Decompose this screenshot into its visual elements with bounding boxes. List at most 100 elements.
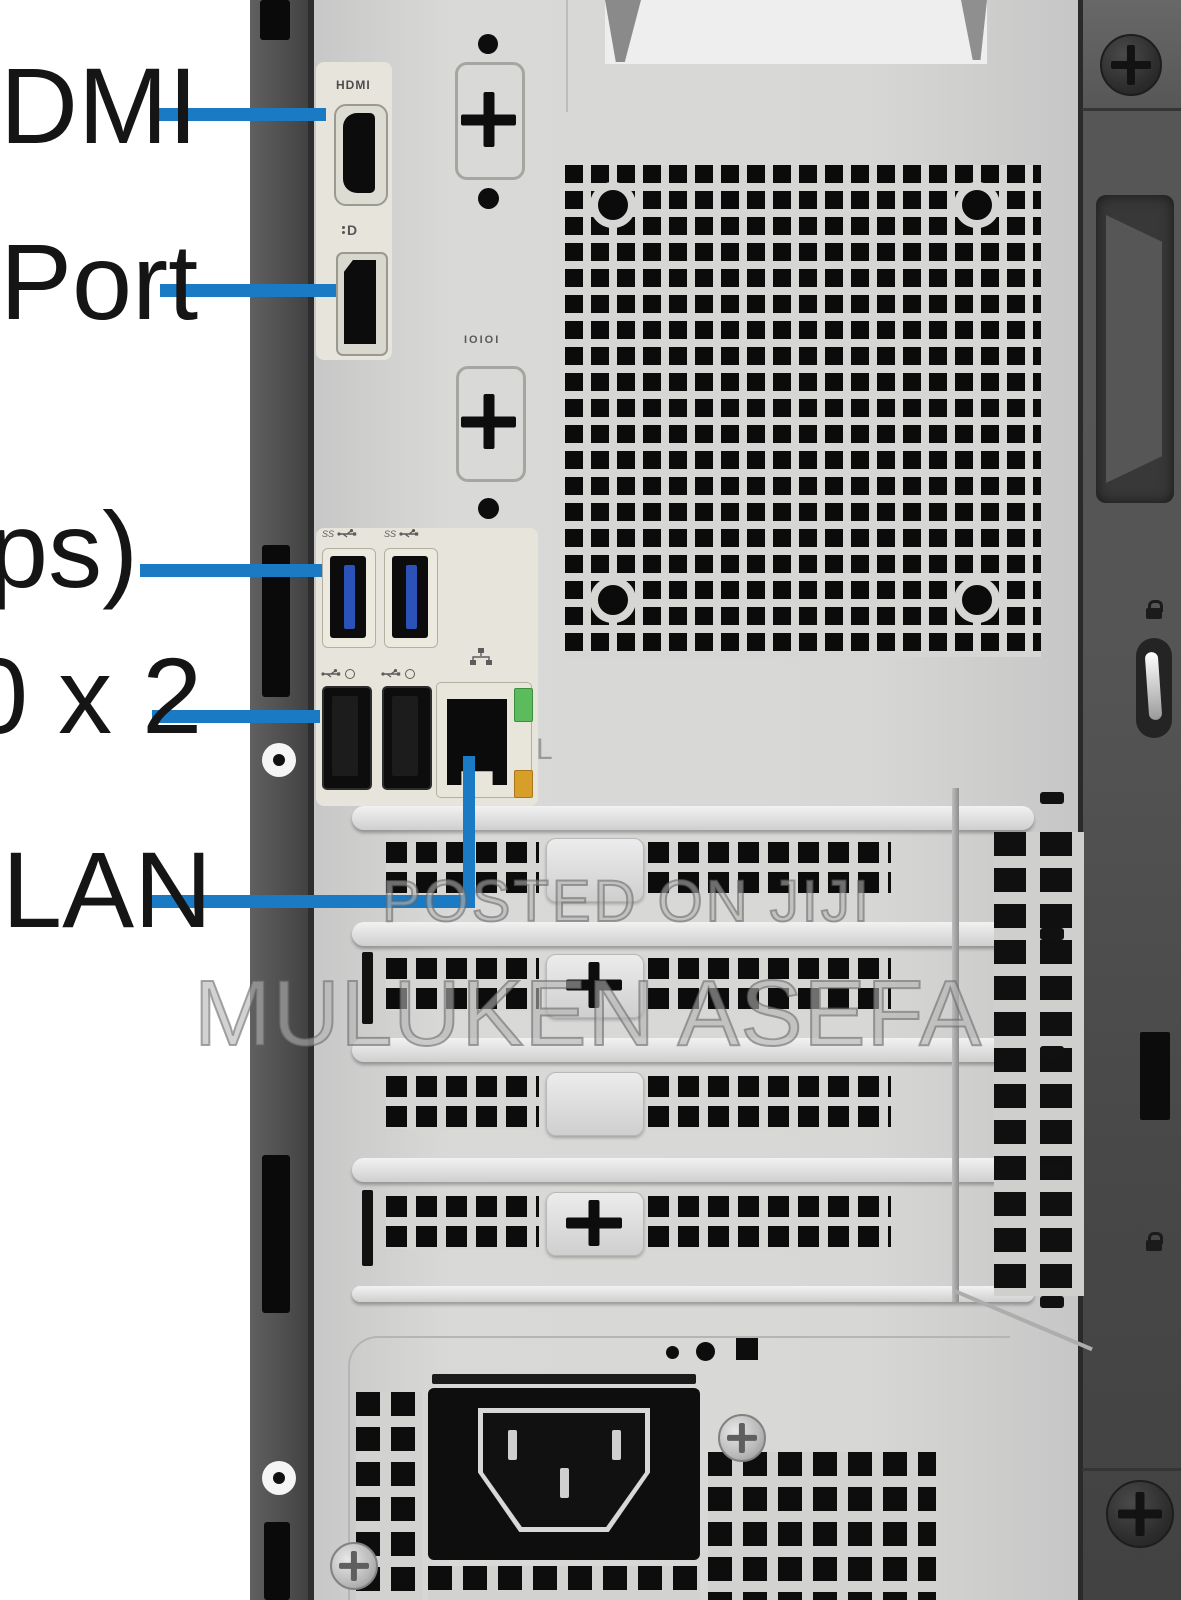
- slot-separator-bar: [352, 806, 1034, 830]
- serial-marking: IOIOI: [464, 334, 501, 346]
- usb2-port: [382, 686, 432, 790]
- psu-indicator-dot: [666, 1346, 679, 1359]
- recess-shadow-left: [605, 0, 641, 62]
- displayport-icon-dots: [342, 226, 345, 234]
- callout-label-usb3: ps): [0, 489, 139, 610]
- slot4-retainer: [362, 1190, 373, 1266]
- usb2-callout-line: [152, 710, 320, 723]
- psu-indicator-dot: [696, 1342, 715, 1361]
- chassis-vent-slot: [264, 1522, 290, 1600]
- psu-screw: [330, 1542, 378, 1590]
- ethernet-led-green: [514, 688, 533, 722]
- slot-area-bottom-edge: [352, 1286, 1034, 1302]
- slot1-blank-tab: [546, 838, 644, 902]
- fan-screw-hole: [590, 182, 636, 228]
- usb3-port: [322, 548, 376, 648]
- io-panel-seam: [566, 0, 568, 112]
- slot-latch-mark: [1040, 928, 1064, 940]
- usb2-port: [322, 686, 372, 790]
- slot3-blank-tab: [546, 1072, 644, 1136]
- usb2-opening: [392, 696, 418, 776]
- psu-plate-outline: [348, 1336, 1010, 1600]
- padlock-ring: [1144, 651, 1163, 721]
- vga-knockout-dot-bottom: [478, 188, 499, 209]
- slot4-vent: [386, 1196, 539, 1249]
- serial-knockout-cross: [461, 394, 516, 449]
- panel-seam-right: [1078, 0, 1083, 1600]
- slot4-vent: [648, 1196, 891, 1249]
- hdmi-port-opening: [343, 113, 375, 193]
- cover-screw-top: [1100, 34, 1162, 96]
- watermark-seller-name: MULUKEN ASEFA: [193, 960, 983, 1066]
- usb3-callout-line: [140, 564, 322, 577]
- ethernet-jack-opening: [447, 699, 507, 785]
- padlock-ring-slot: [1136, 638, 1172, 738]
- slot-separator-bar: [352, 922, 1034, 946]
- cover-release-handle: [1096, 195, 1174, 503]
- hdmi-marking: HDMI: [336, 78, 371, 92]
- power-inlet-pin-slot: [560, 1468, 569, 1498]
- serial-knockout-frame: [456, 366, 526, 482]
- usb3-ss-text: SS: [384, 529, 397, 539]
- thumbscrew-hole: [262, 743, 296, 777]
- usb3-tongue: [406, 565, 417, 629]
- psu-vent: [428, 1566, 700, 1600]
- usb2-opening: [332, 696, 358, 776]
- usb3-icon: SS: [384, 528, 419, 540]
- cover-seam: [1082, 1468, 1181, 1471]
- ethernet-led-amber: [514, 770, 533, 798]
- network-nodes-icon: [470, 648, 492, 665]
- psu-screw: [718, 1414, 766, 1462]
- hdmi-callout-line: [150, 108, 326, 121]
- slot-latch-mark: [1040, 792, 1064, 804]
- slot-separator-bar: [352, 1038, 1034, 1062]
- lock-icon: [1146, 1232, 1163, 1251]
- watermark-posted-on: POSTED ON JIJI: [381, 868, 872, 935]
- usb3-port: [384, 548, 438, 648]
- power-inlet-pin-slot: [508, 1430, 517, 1460]
- usb2-icon: [380, 668, 415, 680]
- power-inlet-pin-slot: [612, 1430, 621, 1460]
- vga-knockout-frame: [455, 62, 525, 180]
- chassis-letter-mark: L: [536, 733, 553, 766]
- slot1-vent: [386, 842, 539, 895]
- power-share-icon: [345, 669, 355, 679]
- slot1-vent: [648, 842, 891, 895]
- chassis-vent-slot: [262, 1155, 290, 1313]
- top-handle-recess: [605, 0, 987, 64]
- recess-shadow-right: [961, 0, 987, 60]
- usb2-icon: [320, 668, 355, 680]
- cover-screw-bottom: [1106, 1480, 1174, 1548]
- power-inlet-clip: [432, 1374, 696, 1384]
- callout-label-lan: LAN: [2, 829, 213, 950]
- lock-icon: [1146, 600, 1163, 619]
- displayport-icon: D: [342, 222, 357, 238]
- displayport-port: [336, 252, 388, 356]
- callout-label-displayport: Port: [0, 221, 199, 342]
- displayport-icon-letter: D: [347, 222, 358, 238]
- slot3-vent: [386, 1076, 539, 1129]
- usb-trident-icon: [337, 529, 357, 538]
- usb-trident-icon: [381, 669, 401, 678]
- vga-knockout-dot-top: [478, 34, 498, 54]
- slot2-vent: [648, 958, 891, 1011]
- callout-label-usb2: 0 x 2: [0, 635, 203, 756]
- slot-latch-mark: [1040, 1164, 1064, 1176]
- slot-latch-mark: [1040, 1296, 1064, 1308]
- fan-screw-hole: [954, 182, 1000, 228]
- lan-callout-line: [148, 895, 475, 908]
- side-vent-column: [994, 832, 1084, 1296]
- usb3-ss-text: SS: [322, 529, 335, 539]
- handle-highlight: [1106, 215, 1162, 483]
- lan-callout-line-vertical: [463, 756, 475, 908]
- panel-seam-left: [308, 0, 314, 1600]
- security-cable-slot: [1140, 1032, 1170, 1120]
- fan-screw-hole: [954, 577, 1000, 623]
- ethernet-icon: [470, 648, 492, 666]
- chassis-left-edge: [250, 0, 312, 1600]
- vga-knockout-cross: [461, 92, 516, 147]
- fan-screw-hole: [590, 577, 636, 623]
- slot3-vent: [648, 1076, 891, 1129]
- slot4-cross: [566, 1200, 622, 1246]
